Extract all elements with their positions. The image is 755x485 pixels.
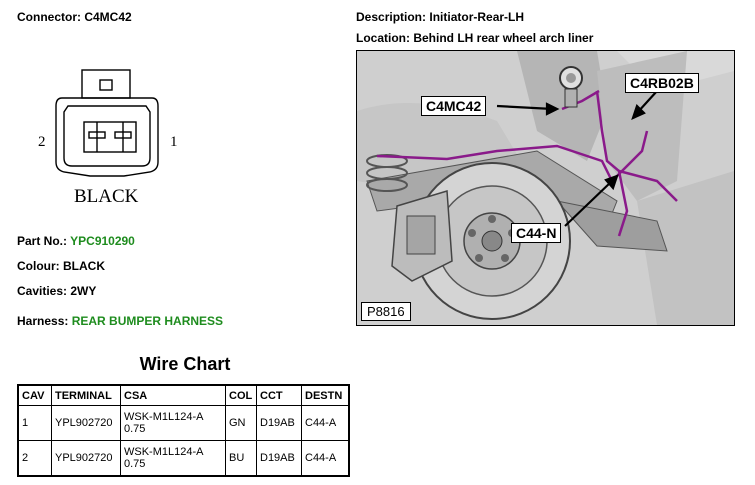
cell-cav: 1 (17, 405, 52, 441)
cavity-block (83, 121, 137, 153)
pin-label-2: 2 (38, 134, 46, 150)
header-col: COL (225, 384, 257, 406)
harness-value: REAR BUMPER HARNESS (71, 314, 224, 328)
colour-label: Colour: (17, 259, 60, 273)
illustration-ref-number: P8816 (361, 302, 411, 321)
wheel-arch-drawing (357, 51, 734, 325)
cell-cct: D19AB (256, 405, 302, 441)
part-number-value: YPC910290 (70, 234, 135, 248)
cell-col: GN (225, 405, 257, 441)
description-label: Description: (356, 10, 427, 24)
callout-c4rb02b: C4RB02B (625, 73, 699, 93)
part-number-info: Part No.: YPC910290 (17, 234, 135, 248)
wire-chart-title: Wire Chart (139, 354, 231, 374)
csa-size: 0.75 (124, 458, 146, 470)
part-number-label: Part No.: (17, 234, 68, 248)
csa-size: 0.75 (124, 423, 146, 435)
location-info: Location: Behind LH rear wheel arch line… (356, 31, 593, 45)
wire-chart-header-row: CAV TERMINAL CSA COL CCT DESTN (17, 384, 350, 406)
connector-value: C4MC42 (84, 10, 132, 24)
pin-label-1: 1 (170, 134, 178, 150)
header-cct: CCT (256, 384, 302, 406)
terminal-2 (88, 122, 106, 152)
callout-c4mc42: C4MC42 (421, 96, 487, 116)
description-info: Description: Initiator-Rear-LH (356, 10, 524, 24)
wire-chart-table: CAV TERMINAL CSA COL CCT DESTN 1 YPL9027… (17, 384, 350, 477)
connector-inner-shell (63, 105, 151, 167)
connector-info: Connector: C4MC42 (17, 10, 132, 24)
terminal-1 (114, 122, 132, 152)
connector-outer-shell (55, 97, 159, 177)
cell-cav: 2 (17, 440, 52, 477)
cavities-info: Cavities: 2WY (17, 284, 96, 298)
cavities-value: 2WY (70, 284, 97, 298)
colour-value: BLACK (63, 259, 105, 273)
connector-latch (81, 69, 131, 99)
cavities-label: Cavities: (17, 284, 68, 298)
csa-spec: WSK-M1L124-A (124, 446, 204, 458)
harness-info: Harness: REAR BUMPER HARNESS (17, 314, 223, 328)
colour-info: Colour: BLACK (17, 259, 105, 273)
location-label: Location: (356, 31, 410, 45)
connector-face-diagram: 2 1 BLACK (38, 69, 178, 207)
connector-colour-caption: BLACK (74, 186, 139, 207)
header-cav: CAV (17, 384, 52, 406)
header-destn: DESTN (301, 384, 350, 406)
header-terminal: TERMINAL (51, 384, 121, 406)
latch-window (99, 79, 113, 91)
cell-col: BU (225, 440, 257, 477)
cell-terminal: YPL902720 (51, 405, 121, 441)
callout-c44-n: C44-N (511, 223, 562, 243)
location-illustration: C4MC42 C4RB02B C44-N P8816 (356, 50, 735, 326)
cell-terminal: YPL902720 (51, 440, 121, 477)
header-csa: CSA (120, 384, 226, 406)
location-value: Behind LH rear wheel arch liner (413, 31, 594, 45)
description-value: Initiator-Rear-LH (429, 10, 525, 24)
harness-label: Harness: (17, 314, 69, 328)
csa-spec: WSK-M1L124-A (124, 411, 204, 423)
cell-cct: D19AB (256, 440, 302, 477)
cell-destn: C44-A (301, 440, 350, 477)
cell-destn: C44-A (301, 405, 350, 441)
connector-label: Connector: (17, 10, 81, 24)
